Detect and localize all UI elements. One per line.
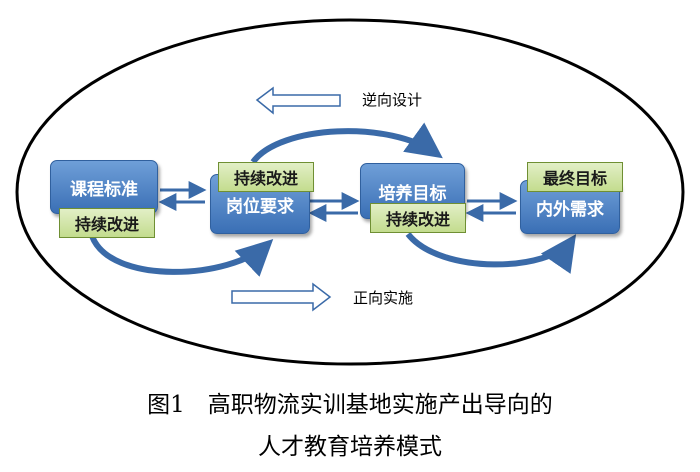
tag-continuous-improvement-1: 持续改进 — [59, 208, 155, 238]
curve-arrow-top — [250, 122, 443, 164]
curve-arrow-bottom-left — [89, 234, 274, 277]
forward-implementation-label: 正向实施 — [353, 289, 414, 307]
tag-final-goal: 最终目标 — [527, 162, 623, 192]
tag-continuous-improvement-3: 持续改进 — [370, 203, 466, 233]
figure-caption-line-1: 图1 高职物流实训基地实施产出导向的 — [147, 392, 553, 418]
node-course-standard: 课程标准 — [50, 160, 158, 214]
curve-arrow-bottom-right — [405, 232, 577, 274]
forward-hollow-arrow — [231, 282, 332, 312]
figure-caption-line-2: 人才教育培养模式 — [258, 434, 442, 460]
tag-continuous-improvement-2: 持续改进 — [218, 162, 314, 192]
reverse-design-label: 逆向设计 — [362, 91, 423, 109]
reverse-hollow-arrow — [255, 86, 341, 115]
outer-ellipse — [15, 18, 685, 366]
double-arrow-3 — [465, 192, 518, 222]
double-arrow-2 — [308, 192, 360, 222]
double-arrow-1 — [158, 181, 207, 211]
